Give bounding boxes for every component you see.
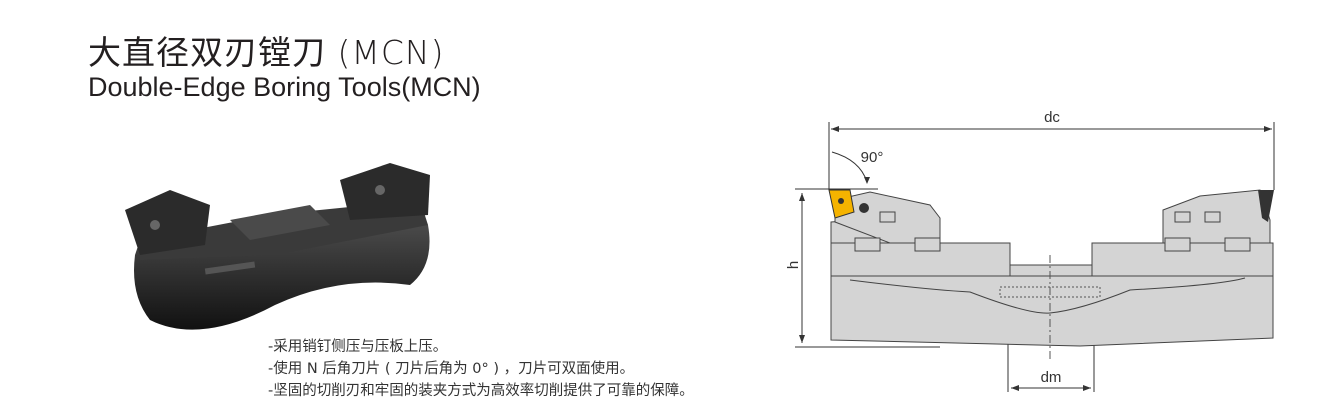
- feature-item: -采用销钉侧压与压板上压。: [268, 339, 448, 355]
- angle-label: 90°: [861, 149, 884, 166]
- title-chinese: 大直径双刃镗刀 (MCN): [88, 33, 445, 72]
- h-label: h: [785, 261, 802, 269]
- dm-label: dm: [1041, 369, 1062, 386]
- feature-item: -坚固的切削刃和牢固的装夹方式为高效率切削提供了可靠的保障。: [268, 383, 694, 399]
- dc-label: dc: [1044, 109, 1060, 126]
- dimension-diagram: dc 90° h dm: [785, 109, 1275, 392]
- title-english: Double-Edge Boring Tools(MCN): [88, 72, 481, 102]
- feature-item: -使用 N 后角刀片 ( 刀片后角为 0° ) ，刀片可双面使用。: [268, 361, 635, 377]
- product-photo: [125, 163, 430, 330]
- feature-list: -采用销钉侧压与压板上压。 -使用 N 后角刀片 ( 刀片后角为 0° ) ，刀…: [268, 336, 694, 402]
